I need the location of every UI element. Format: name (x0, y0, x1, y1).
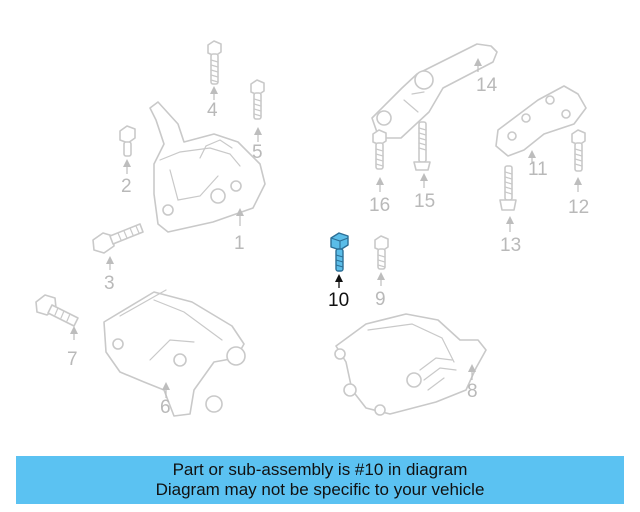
part-6-mount-bracket[interactable] (103, 289, 246, 417)
part-2-bolt[interactable] (119, 125, 136, 157)
callout-4[interactable]: 4 (207, 100, 218, 121)
callout-1[interactable]: 1 (234, 233, 245, 254)
part-14-torque-link[interactable] (371, 43, 498, 139)
callout-2[interactable]: 2 (121, 176, 132, 197)
parts-diagram (35, 40, 587, 417)
callout-5[interactable]: 5 (252, 142, 263, 163)
callout-13[interactable]: 13 (500, 235, 522, 256)
callout-7[interactable]: 7 (67, 349, 78, 370)
part-1-engine-mount[interactable] (149, 101, 266, 233)
callout-9[interactable]: 9 (375, 289, 386, 310)
part-13-bolt[interactable] (499, 165, 517, 211)
part-8-transmission-mount[interactable] (334, 313, 487, 416)
callout-14[interactable]: 14 (476, 75, 498, 96)
info-banner: Part or sub-assembly is #10 in diagram D… (16, 456, 624, 504)
banner-line-2: Diagram may not be specific to your vehi… (155, 480, 485, 499)
callout-6[interactable]: 6 (160, 397, 171, 418)
part-16-bolt[interactable] (372, 129, 387, 170)
part-11-bracket[interactable] (495, 85, 587, 157)
part-10-bolt[interactable] (330, 232, 349, 272)
part-12-bolt[interactable] (571, 129, 586, 172)
callout-8[interactable]: 8 (467, 381, 478, 402)
callout-15[interactable]: 15 (414, 191, 436, 212)
part-3-bolt[interactable] (92, 223, 144, 254)
callout-11[interactable]: 11 (528, 159, 548, 180)
callout-16[interactable]: 16 (369, 195, 391, 216)
callout-3[interactable]: 3 (104, 273, 115, 294)
banner-line-1: Part or sub-assembly is #10 in diagram (172, 460, 468, 479)
part-9-bolt[interactable] (374, 235, 389, 270)
callout-10[interactable]: 10 (328, 290, 350, 311)
part-5-bolt[interactable] (250, 79, 265, 120)
part-7-bolt[interactable] (35, 294, 79, 327)
callout-12[interactable]: 12 (568, 197, 590, 218)
part-15-bolt[interactable] (413, 121, 431, 171)
part-4-bolt[interactable] (207, 40, 222, 85)
